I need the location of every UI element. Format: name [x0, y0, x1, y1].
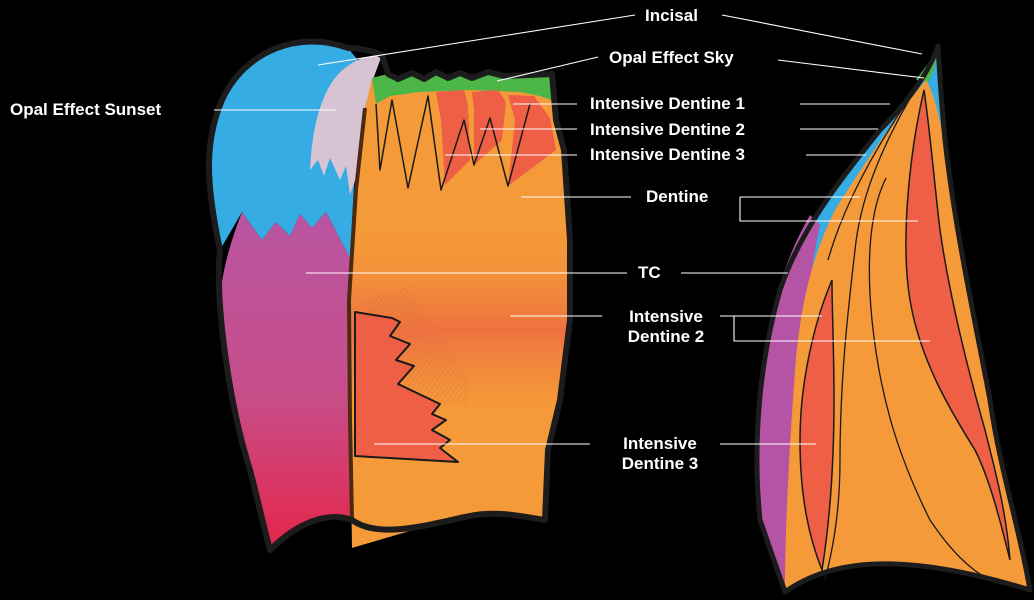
- leader-incisal-left: [318, 15, 635, 65]
- label-opal-effect-sky: Opal Effect Sky: [609, 48, 734, 68]
- label-opal-effect-sunset: Opal Effect Sunset: [10, 100, 161, 120]
- label-incisal: Incisal: [645, 6, 698, 26]
- label-intensive-dentine-2: Intensive Dentine 2: [590, 120, 745, 140]
- label-intensive-dentine-2-lower: Intensive Dentine 2: [606, 307, 726, 347]
- leader-opal-sky-right: [778, 60, 924, 78]
- label-tc: TC: [638, 263, 661, 283]
- tc-region: [219, 212, 352, 548]
- front-view-tooth: [209, 41, 575, 550]
- label-intensive-dentine-2-lower-line2: Dentine 2: [606, 327, 726, 347]
- leader-incisal-right: [722, 15, 922, 54]
- label-intensive-dentine-1: Intensive Dentine 1: [590, 94, 745, 114]
- label-intensive-dentine-3: Intensive Dentine 3: [590, 145, 745, 165]
- label-intensive-dentine-3-lower-line1: Intensive: [600, 434, 720, 454]
- label-intensive-dentine-3-lower: Intensive Dentine 3: [600, 434, 720, 474]
- label-intensive-dentine-2-lower-line1: Intensive: [606, 307, 726, 327]
- side-view-tooth: [756, 46, 1030, 592]
- label-dentine: Dentine: [646, 187, 708, 207]
- label-intensive-dentine-3-lower-line2: Dentine 3: [600, 454, 720, 474]
